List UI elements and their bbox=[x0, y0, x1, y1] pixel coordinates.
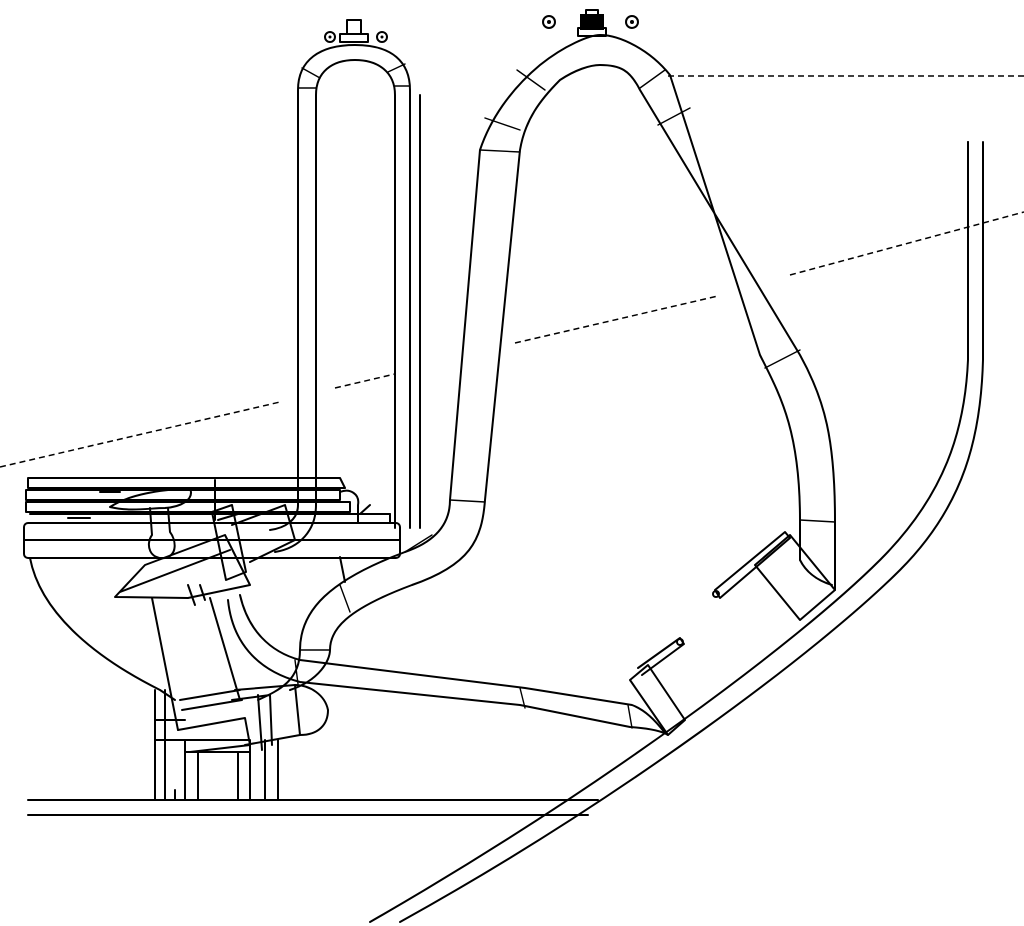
hull bbox=[369, 141, 984, 923]
discharge-loop-hose bbox=[257, 34, 836, 701]
manual-pump bbox=[109, 487, 296, 753]
toilet-pedestal bbox=[154, 689, 279, 801]
cabin-floor bbox=[27, 799, 599, 816]
intake-vented-loop-icon bbox=[324, 19, 388, 43]
heel-waterline-dashed bbox=[0, 211, 1024, 468]
discharge-seacock bbox=[712, 531, 836, 621]
intake-loop-hose bbox=[269, 44, 421, 553]
intake-seacock bbox=[629, 637, 686, 736]
pump-discharge-elbow bbox=[231, 684, 329, 751]
discharge-vented-loop-icon bbox=[542, 9, 639, 37]
intake-hose-lower bbox=[227, 594, 669, 736]
